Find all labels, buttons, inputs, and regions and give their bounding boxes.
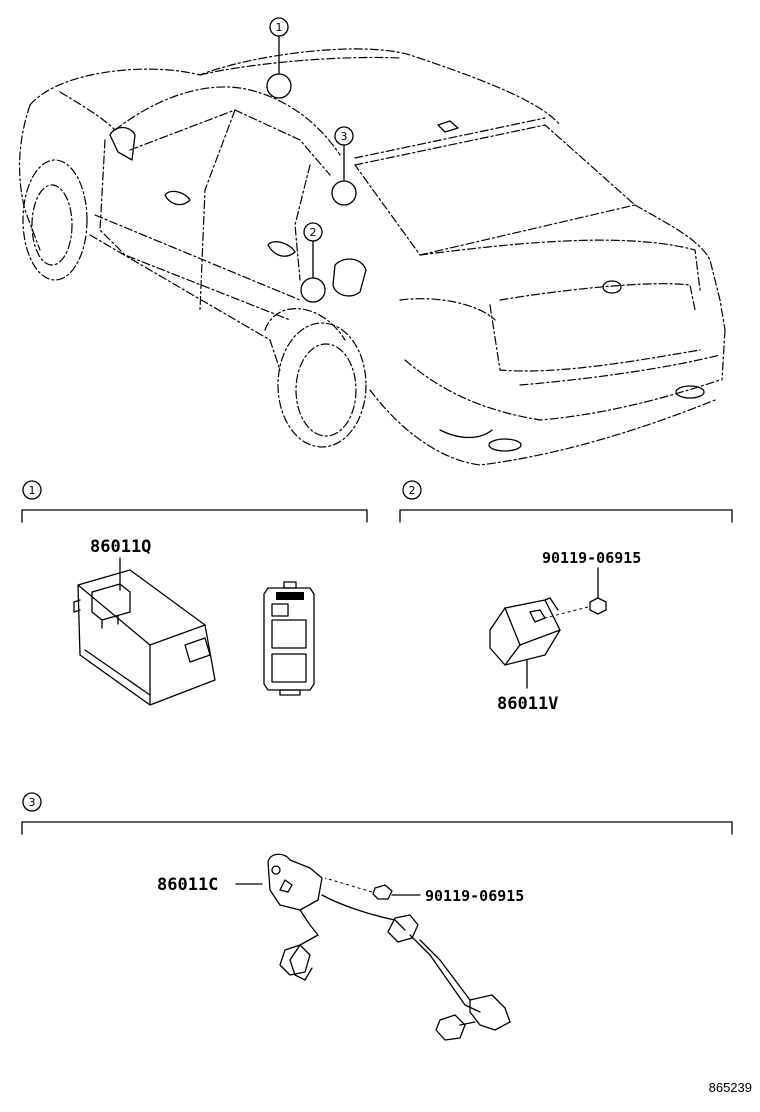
reference-number: 865239 xyxy=(709,1080,752,1095)
part-label-90119-06915-a[interactable]: 90119-06915 xyxy=(542,549,641,567)
car-illustration xyxy=(18,48,726,466)
callout-3: 3 xyxy=(341,130,348,143)
antenna-harness-drawing xyxy=(267,853,511,1041)
section-3-number: 3 xyxy=(29,796,36,809)
location-marker-2[interactable] xyxy=(300,277,326,303)
callout-1: 1 xyxy=(276,21,283,34)
callout-circle-2 xyxy=(303,222,323,242)
location-marker-1[interactable] xyxy=(266,73,292,99)
relay-module-drawing xyxy=(489,597,561,666)
section-3: 3 86011C 90119-06915 xyxy=(21,792,733,1041)
fuse-block-drawing xyxy=(263,581,315,696)
section-1: 1 86011Q xyxy=(21,480,368,706)
part-label-90119-06915-b[interactable]: 90119-06915 xyxy=(425,887,524,905)
location-marker-3[interactable] xyxy=(331,180,357,206)
relay-box-drawing xyxy=(73,569,216,706)
callout-circle-3 xyxy=(334,126,354,146)
part-label-86011c[interactable]: 86011C xyxy=(157,875,218,895)
part-label-86011v[interactable]: 86011V xyxy=(497,694,558,714)
callout-circle-1 xyxy=(269,17,289,37)
section-1-number: 1 xyxy=(29,484,36,497)
section-2-number: 2 xyxy=(409,484,416,497)
callout-2: 2 xyxy=(310,226,317,239)
location-markers: 1 3 2 xyxy=(266,17,357,303)
part-label-86011q[interactable]: 86011Q xyxy=(90,537,151,557)
section-2: 2 90119-06915 86011V xyxy=(399,480,733,714)
